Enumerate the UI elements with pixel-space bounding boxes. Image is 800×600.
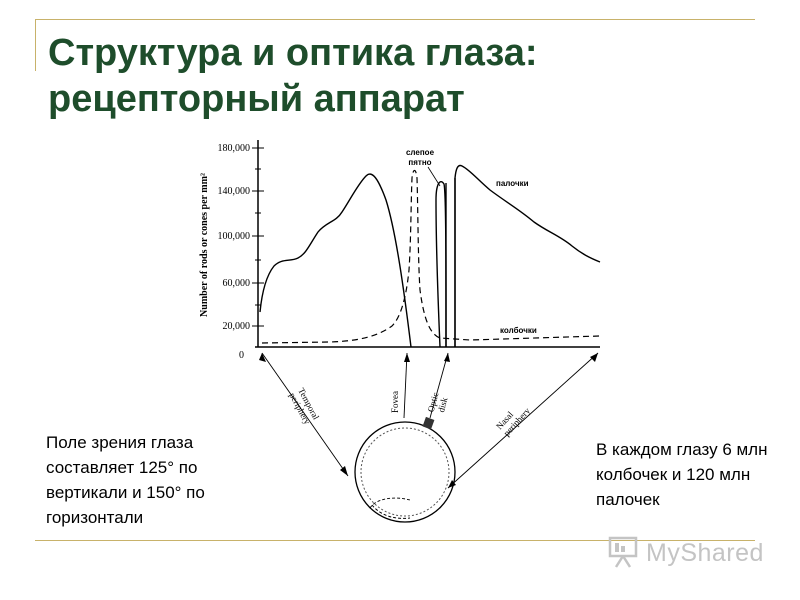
top-rule [35,19,755,20]
slide-title: Структура и оптика глаза: рецепторный ап… [48,30,768,122]
y-tick-label: 60,000 [223,278,251,289]
field-of-view-note: Поле зрения глаза составляет 125° по вер… [46,433,205,527]
y-tick-label: 140,000 [218,186,251,197]
left-rule [35,19,36,71]
presentation-board-icon [608,536,638,568]
cones-label: колбочки [500,326,537,335]
y-tick-label: 20,000 [223,321,251,332]
y-axis-label: Number of rods or cones per mm² [199,173,210,317]
blind-spot-label: пятно [408,158,431,167]
watermark: MyShared [606,535,776,571]
title-line-2: рецепторный аппарат [48,78,465,120]
projection-lines [261,352,599,489]
y-tick-label: 100,000 [218,231,251,242]
blind-spot-pointer [427,166,441,187]
arrowheads [259,353,598,488]
region-optic-label: disk [436,396,450,414]
eyeball [354,416,456,523]
blind-spot-label: слепое [406,148,435,157]
y-tick-label: 180,000 [218,143,251,154]
rods-label: палочки [496,179,529,188]
receptor-count-note: В каждом глазу 6 млн колбочек и 120 млн … [596,440,768,509]
title-line-1: Структура и оптика глаза: [48,32,538,74]
y-tick-label: 0 [239,350,244,361]
watermark-text: MyShared [646,539,764,567]
y-ticks [252,147,264,327]
region-fovea-label: Fovea [390,391,400,413]
rods-curve [259,164,601,348]
cones-curve [261,169,601,344]
bottom-rule [35,540,755,541]
